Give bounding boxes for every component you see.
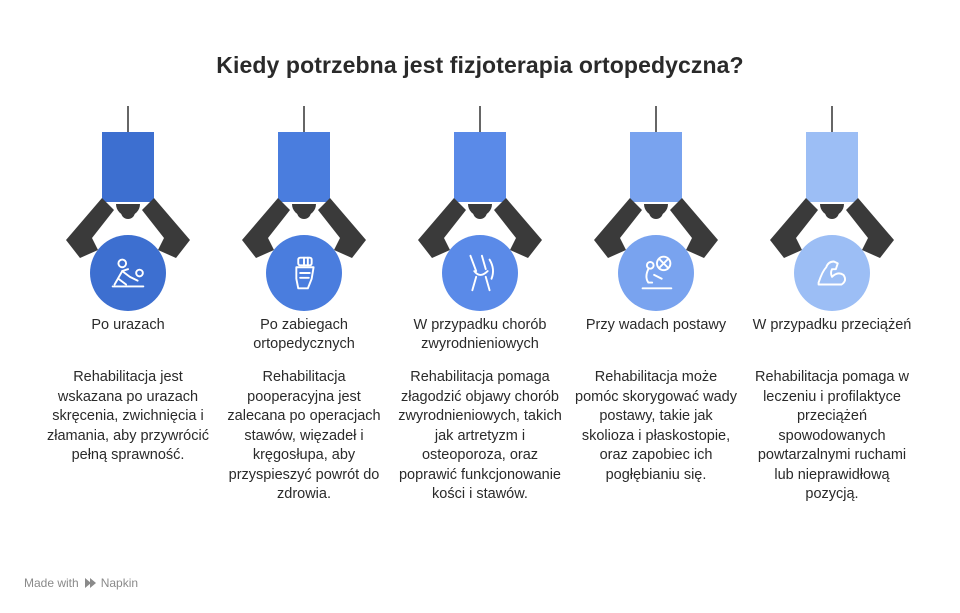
bad-posture-icon bbox=[641, 255, 673, 290]
icon-circle bbox=[618, 235, 694, 311]
bandaged-hand-icon bbox=[295, 256, 315, 290]
step-heading: W przypadku przeciążeń bbox=[752, 317, 912, 333]
page-title: Kiedy potrzebna jest fizjoterapia ortope… bbox=[216, 52, 744, 78]
footer-attribution: Made with Napkin bbox=[24, 576, 138, 590]
napkin-logo-icon bbox=[84, 578, 96, 588]
icon-circle bbox=[794, 235, 870, 311]
step-description: Rehabilitacja może pomóc skorygować wady… bbox=[575, 369, 737, 483]
brand-label: Napkin bbox=[100, 576, 139, 590]
claw-graphic bbox=[770, 106, 894, 258]
step-heading: Po zabiegach ortopedycznych bbox=[253, 317, 355, 352]
claw-graphic bbox=[66, 106, 190, 258]
claw-graphic bbox=[594, 106, 718, 258]
claw-graphic bbox=[242, 106, 366, 258]
injured-person-icon bbox=[111, 258, 145, 288]
step-heading: Po urazach bbox=[91, 317, 165, 333]
step-description: Rehabilitacja pooperacyjna jest zalecana… bbox=[227, 369, 381, 502]
step-description: Rehabilitacja pomaga złagodzić objawy ch… bbox=[398, 369, 562, 502]
step-heading: W przypadku chorób zwyrodnieniowych bbox=[413, 317, 547, 352]
flexed-arm-icon bbox=[817, 260, 846, 286]
step-description: Rehabilitacja pomaga w leczeniu i profil… bbox=[755, 369, 909, 502]
icon-circle bbox=[90, 235, 166, 311]
claw-graphic bbox=[418, 106, 542, 258]
icon-circle bbox=[266, 235, 342, 311]
knee-joint-icon bbox=[469, 254, 494, 292]
step-heading: Przy wadach postawy bbox=[585, 317, 727, 333]
icon-circle bbox=[442, 235, 518, 311]
step-description: Rehabilitacja jest wskazana po urazach s… bbox=[47, 369, 209, 463]
made-with-label: Made with bbox=[24, 576, 79, 590]
